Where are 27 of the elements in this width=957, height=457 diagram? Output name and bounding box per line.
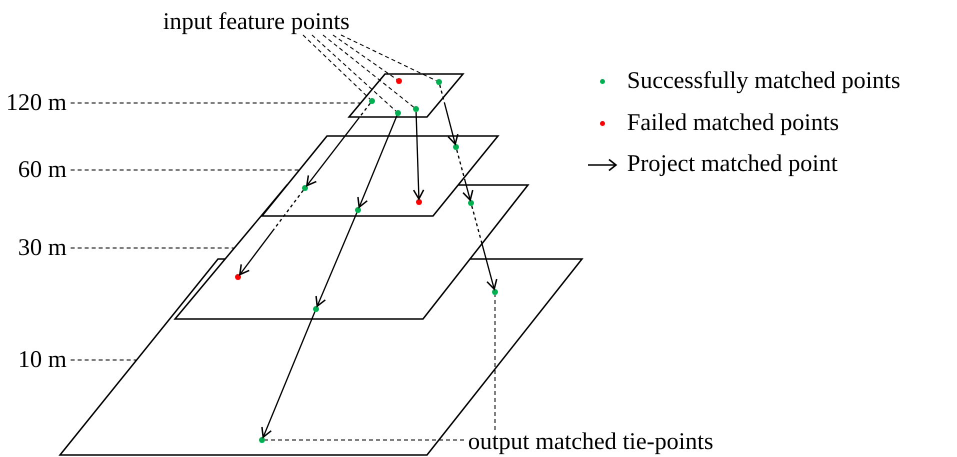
projection-arrow	[471, 206, 498, 290]
annotation-text: input feature points	[163, 8, 350, 36]
leader-line	[70, 102, 362, 104]
projection-arrow	[439, 84, 459, 145]
projection-arrow	[239, 190, 304, 276]
legend-text: Project matched point	[627, 150, 838, 178]
leader-line	[322, 34, 414, 108]
leader-line	[340, 34, 437, 82]
projection-arrow	[261, 312, 316, 438]
leader-line	[332, 34, 398, 80]
layer-plane	[262, 136, 498, 216]
altitude-label: 10 m	[18, 346, 67, 374]
leader-line	[312, 34, 396, 112]
legend-text: Successfully matched points	[627, 67, 900, 95]
projection-arrow	[306, 102, 371, 186]
altitude-label: 30 m	[18, 234, 67, 262]
altitude-label: 60 m	[18, 156, 67, 184]
projection-arrow	[315, 212, 358, 307]
projection-arrow	[456, 150, 474, 201]
annotation-text: output matched tie-points	[468, 428, 714, 456]
projection-arrow	[357, 116, 398, 208]
layer-plane	[349, 74, 463, 117]
altitude-label: 120 m	[6, 89, 67, 117]
projection-arrow	[412, 112, 424, 200]
leader-line	[302, 34, 370, 100]
legend-text: Failed matched points	[627, 108, 839, 136]
leader-line	[494, 294, 496, 430]
